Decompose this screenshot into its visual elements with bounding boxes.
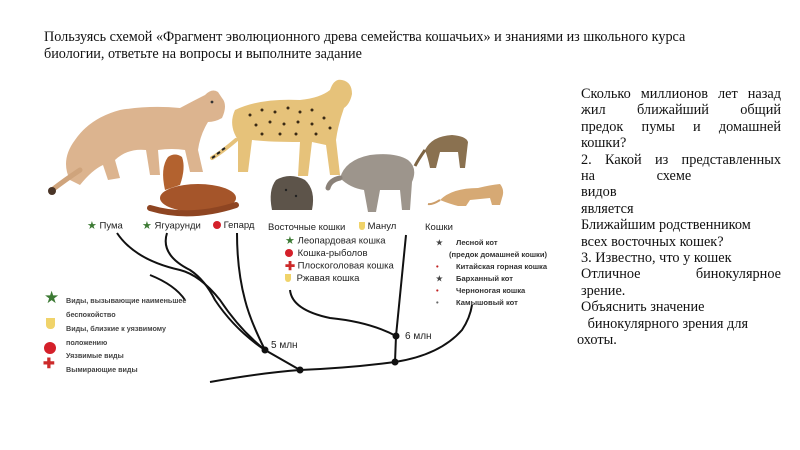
red-circle-icon bbox=[285, 249, 293, 258]
eastern-cat-item: Ржавая кошка bbox=[285, 273, 359, 285]
manul-illustration bbox=[325, 154, 415, 212]
wild-cat-illustration bbox=[413, 135, 468, 168]
red-circle-icon bbox=[213, 221, 221, 230]
species-name: Ягуарунди bbox=[154, 220, 201, 232]
eastern-cat-item: ★ Леопардовая кошка bbox=[285, 235, 386, 248]
legend-text: Виды, вызывающие наименьшее bbox=[66, 296, 187, 305]
question-line: на схеме видов bbox=[581, 168, 692, 201]
task-intro-line-2: биологии, ответьте на вопросы и выполнит… bbox=[44, 46, 362, 62]
red-circle-icon bbox=[44, 342, 56, 354]
dot-icon: • bbox=[436, 298, 439, 307]
cat-name: Лесной кот bbox=[456, 238, 498, 247]
question-line: зрение. bbox=[581, 282, 626, 299]
task-intro: Пользуясь схемой «Фрагмент эволюционного… bbox=[44, 29, 764, 63]
star-icon: ★ bbox=[87, 220, 97, 232]
node-5mln bbox=[261, 346, 269, 354]
puma-illustration bbox=[48, 90, 225, 195]
species-label-manul: Манул bbox=[359, 221, 396, 233]
cats-list-item: • Черноногая кошка bbox=[436, 285, 525, 296]
eastern-cat-item: Кошка-рыболов bbox=[285, 248, 368, 260]
question-line: жил ближайший общий bbox=[581, 102, 781, 119]
question-line: бинокулярного зрения для bbox=[584, 315, 749, 332]
red-cross-icon: ✚ bbox=[285, 259, 296, 273]
question-line: 2. Какой из представленных bbox=[581, 151, 781, 168]
species-name: Кошки bbox=[425, 222, 453, 233]
cats-list-item: (предок домашней кошки) bbox=[449, 249, 547, 260]
task-intro-line-1: Пользуясь схемой «Фрагмент эволюционного… bbox=[44, 29, 686, 45]
question-line: 3. Известно, что у кошек bbox=[581, 250, 732, 267]
cats-list-item: • Китайская горная кошка bbox=[436, 261, 547, 272]
question-line: всех восточных кошек? bbox=[581, 233, 724, 250]
cats-list-item: • Камышовый кот bbox=[436, 297, 518, 308]
question-line: Ближайшим родственником bbox=[581, 217, 751, 234]
yellow-cup-icon bbox=[285, 274, 291, 283]
cat-name: Барханный кот bbox=[456, 274, 513, 283]
species-name: Манул bbox=[367, 221, 397, 232]
species-label-puma: ★ Пума bbox=[87, 220, 123, 233]
cats-list-item: ★ Барханный кот bbox=[436, 273, 513, 284]
questions-block: Сколько миллионов лет назад жил ближайши… bbox=[577, 86, 781, 349]
question-line: охоты. bbox=[577, 332, 617, 349]
green-star-icon: ★ bbox=[44, 288, 60, 307]
legend-vulnerable: Уязвимые виды bbox=[66, 351, 124, 361]
species-name: Восточные кошки bbox=[268, 222, 346, 233]
legend-text: Виды, близкие к уязвимому bbox=[66, 324, 166, 333]
cat-name: Камышовый кот bbox=[456, 298, 518, 307]
eastern-cat-name: Кошка-рыболов bbox=[297, 248, 368, 259]
species-label-jaguarundi: ★ Ягуарунди bbox=[142, 220, 201, 233]
cat-name: (предок домашней кошки) bbox=[449, 250, 548, 259]
legend-text: Вымирающие виды bbox=[66, 365, 138, 374]
cat-name: Китайская горная кошка bbox=[456, 262, 548, 271]
star-icon: ★ bbox=[436, 274, 443, 283]
question-line: Отличное бинокулярное bbox=[581, 266, 781, 283]
star-icon: ★ bbox=[436, 238, 443, 247]
legend-near-threatened: Виды, близкие к уязвимому bbox=[66, 324, 166, 334]
legend-text: Уязвимые виды bbox=[66, 351, 124, 360]
legend-least-concern: Виды, вызывающие наименьшее bbox=[66, 296, 186, 306]
eastern-cat-name: Ржавая кошка bbox=[296, 273, 360, 284]
species-name: Гепард bbox=[223, 220, 255, 231]
species-label-cheetah: Гепард bbox=[213, 220, 254, 232]
jaguarundi-illustration bbox=[147, 154, 239, 217]
node-label-6mln: 6 млн bbox=[405, 331, 432, 342]
yellow-cup-icon bbox=[359, 222, 365, 231]
legend-text: положению bbox=[66, 338, 108, 347]
red-dot-icon: • bbox=[436, 286, 439, 295]
yellow-cup-icon bbox=[46, 318, 55, 329]
cheetah-illustration bbox=[210, 79, 352, 176]
cats-list-item: ★ Лесной кот bbox=[436, 237, 498, 248]
star-icon: ★ bbox=[142, 220, 152, 232]
species-label-eastern-cats: Восточные кошки bbox=[268, 222, 345, 234]
eastern-cat-name: Леопардовая кошка bbox=[297, 235, 386, 247]
eastern-cat-illustration bbox=[270, 176, 314, 210]
question-line: является bbox=[581, 200, 634, 217]
node-base bbox=[296, 366, 304, 374]
species-name: Пума bbox=[99, 220, 123, 232]
node-base-right bbox=[391, 358, 399, 366]
question-line: предок пумы и домашней bbox=[581, 118, 781, 135]
legend-endangered: Вымирающие виды bbox=[66, 365, 138, 375]
tree-branches bbox=[116, 232, 473, 383]
node-6mln bbox=[392, 332, 400, 340]
legend-least-concern-line2: беспокойство bbox=[66, 310, 116, 320]
cat-name: Черноногая кошка bbox=[456, 286, 526, 295]
star-icon: ★ bbox=[285, 235, 295, 247]
red-cross-icon: ✚ bbox=[43, 357, 55, 372]
question-line: Объяснить значение bbox=[581, 299, 705, 316]
eastern-cat-item: ✚ Плоскоголовая кошка bbox=[285, 260, 394, 273]
red-dot-icon: • bbox=[436, 262, 439, 271]
legend-near-threatened-line2: положению bbox=[66, 338, 107, 348]
node-label-5mln: 5 млн bbox=[271, 340, 298, 351]
species-label-cats: Кошки bbox=[425, 222, 453, 234]
legend-text: беспокойство bbox=[66, 310, 116, 319]
question-line: Сколько миллионов лет назад bbox=[581, 86, 781, 102]
question-line: кошки? bbox=[581, 135, 627, 152]
sand-cat-illustration bbox=[427, 184, 504, 206]
eastern-cat-name: Плоскоголовая кошка bbox=[297, 260, 394, 272]
